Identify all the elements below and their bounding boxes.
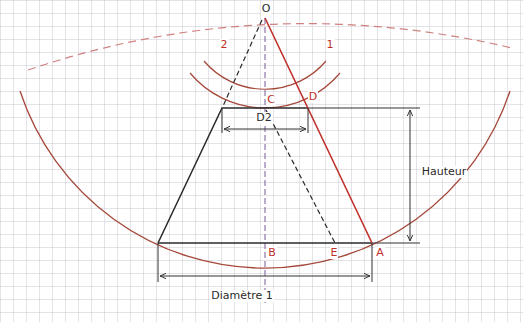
arc-number: 2 xyxy=(220,39,229,51)
extension-line xyxy=(308,108,309,133)
dimension-label: D2 xyxy=(255,112,272,124)
dimension-line xyxy=(224,129,306,130)
point-label: B xyxy=(267,247,277,259)
dimension-line xyxy=(410,110,411,241)
point-label: D xyxy=(308,91,318,103)
point-label: C xyxy=(266,94,276,106)
point-label: E xyxy=(330,247,339,259)
arc-number: 1 xyxy=(326,39,335,51)
cone-profile xyxy=(158,108,308,243)
small-arc xyxy=(190,73,340,108)
extension-line xyxy=(222,108,223,133)
generatrix-line xyxy=(265,18,372,243)
small-arc xyxy=(204,61,326,89)
extension-line xyxy=(372,243,420,244)
dimension-label: Diamètre 1 xyxy=(210,290,274,302)
point-label: A xyxy=(375,247,385,259)
extension-line xyxy=(372,243,373,282)
dimension-line xyxy=(160,276,370,277)
point-label: O xyxy=(261,3,272,15)
construction-line xyxy=(266,110,335,243)
extension-line xyxy=(158,243,159,282)
dimension-label: Hauteur xyxy=(421,166,468,178)
construction-line xyxy=(223,20,262,106)
base-line xyxy=(158,242,372,244)
extension-line xyxy=(308,108,420,109)
dashed-arc xyxy=(28,24,512,70)
axis-line xyxy=(265,18,266,305)
development-arc xyxy=(20,91,510,268)
